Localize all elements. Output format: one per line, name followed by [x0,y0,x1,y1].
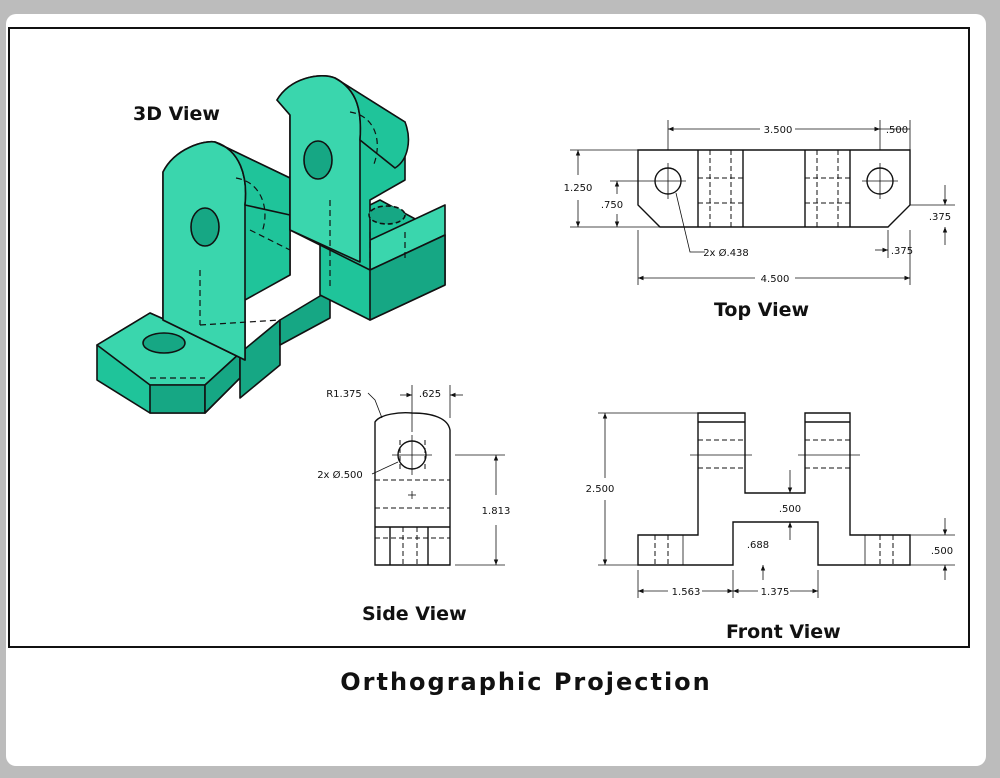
dim-top-edge-offset: .500 [886,125,908,136]
view-title-side: Side View [362,603,467,625]
page-caption: Orthographic Projection [340,668,712,696]
dim-top-height: 1.250 [564,183,593,194]
view-title-top: Top View [714,299,810,321]
dim-side-radius: R1.375 [326,389,362,400]
front-view-drawing [598,412,955,598]
dim-front-mid-width: 1.375 [761,587,790,598]
dim-side-hole: 2x Ø.500 [317,469,363,481]
dim-front-height: 2.500 [586,484,615,495]
view-title-3d: 3D View [133,103,220,125]
dim-top-holes: 2x Ø.438 [703,247,749,259]
dim-top-chamfer-h: .375 [891,246,913,257]
dim-side-height: 1.813 [482,506,511,517]
dim-top-spacing: 3.500 [764,125,793,136]
dim-side-offset: .625 [419,389,441,400]
dim-front-left-width: 1.563 [672,587,701,598]
top-view-drawing [570,120,955,285]
side-view-drawing [367,385,505,566]
dim-top-chamfer-v: .375 [929,212,951,223]
dim-top-inner: .750 [601,200,623,211]
drawing-frame [8,27,970,648]
dim-top-length: 4.500 [761,274,790,285]
dim-front-slot-depth: .500 [779,504,801,515]
isometric-model [96,75,446,414]
dim-front-step: .688 [747,540,769,551]
dim-front-base: .500 [931,546,953,557]
view-title-front: Front View [726,621,841,643]
